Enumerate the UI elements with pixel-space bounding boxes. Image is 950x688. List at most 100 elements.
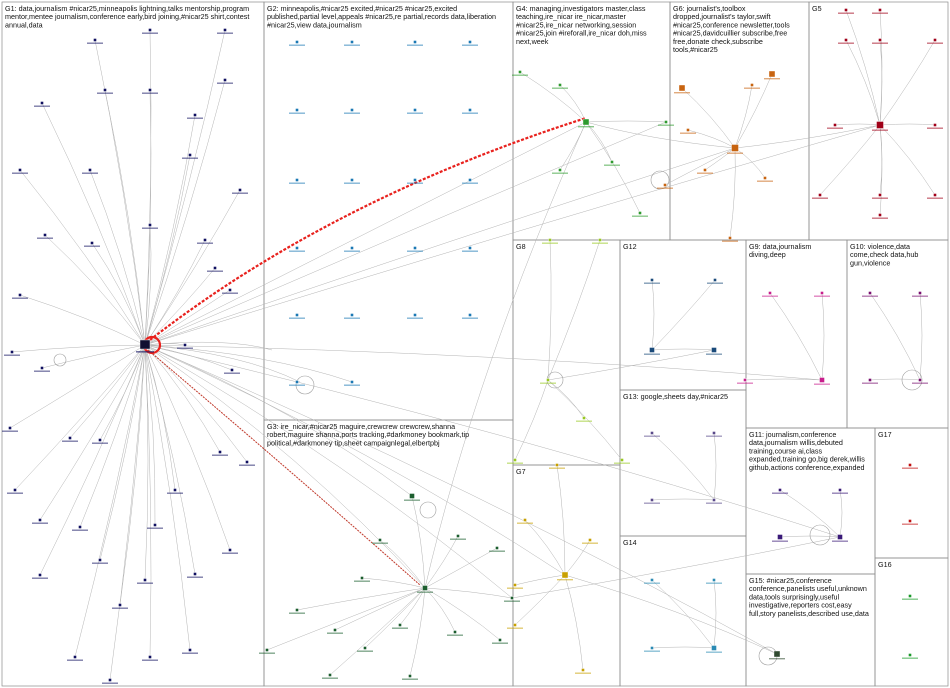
vertex-g10[interactable] <box>918 291 922 295</box>
vertex-g8[interactable] <box>513 458 517 462</box>
vertex-g1[interactable] <box>98 558 102 562</box>
vertex-g1[interactable] <box>238 188 242 192</box>
vertex-g9[interactable] <box>743 378 747 382</box>
vertex-g14[interactable] <box>711 645 717 651</box>
vertex-g4[interactable] <box>558 168 562 172</box>
vertex-g5[interactable] <box>876 121 884 129</box>
vertex-g1[interactable] <box>218 450 222 454</box>
vertex-g1[interactable] <box>18 168 22 172</box>
vertex-g2[interactable] <box>413 40 417 44</box>
vertex-g10[interactable] <box>868 291 872 295</box>
vertex-g1[interactable] <box>108 678 112 682</box>
vertex-g4[interactable] <box>610 160 614 164</box>
vertex-g2[interactable] <box>413 178 417 182</box>
vertex-g5[interactable] <box>933 193 937 197</box>
vertex-g6[interactable] <box>768 70 776 78</box>
vertex-g11[interactable] <box>837 534 843 540</box>
vertex-g1[interactable] <box>228 288 232 292</box>
vertex-g1[interactable] <box>223 28 227 32</box>
vertex-g2[interactable] <box>468 40 472 44</box>
vertex-g16[interactable] <box>908 594 912 598</box>
vertex-g7[interactable] <box>513 623 517 627</box>
vertex-g6[interactable] <box>686 128 690 132</box>
vertex-g5[interactable] <box>844 38 848 42</box>
vertex-g2[interactable] <box>468 108 472 112</box>
vertex-g2[interactable] <box>468 246 472 250</box>
vertex-g6[interactable] <box>728 236 732 240</box>
vertex-g2[interactable] <box>295 108 299 112</box>
vertex-g1[interactable] <box>230 368 234 372</box>
vertex-g3[interactable] <box>498 638 502 642</box>
vertex-g1[interactable] <box>228 548 232 552</box>
vertex-g14[interactable] <box>712 578 716 582</box>
hub-vertex[interactable] <box>139 339 151 350</box>
vertex-g3[interactable] <box>328 673 332 677</box>
vertex-g5[interactable] <box>818 193 822 197</box>
vertex-g5[interactable] <box>833 123 837 127</box>
vertex-g1[interactable] <box>40 101 44 105</box>
vertex-g2[interactable] <box>295 178 299 182</box>
vertex-g11[interactable] <box>838 488 842 492</box>
vertex-g1[interactable] <box>18 293 22 297</box>
vertex-g11[interactable] <box>777 534 783 540</box>
vertex-g16[interactable] <box>908 653 912 657</box>
vertex-g2[interactable] <box>295 246 299 250</box>
vertex-g17[interactable] <box>908 463 912 467</box>
vertex-g8[interactable] <box>620 458 624 462</box>
vertex-g3[interactable] <box>363 646 367 650</box>
vertex-g1[interactable] <box>148 223 152 227</box>
vertex-g13[interactable] <box>712 498 716 502</box>
vertex-g2[interactable] <box>413 246 417 250</box>
vertex-g1[interactable] <box>245 460 249 464</box>
vertex-g6[interactable] <box>663 183 667 187</box>
vertex-g1[interactable] <box>103 88 107 92</box>
vertex-g2[interactable] <box>350 40 354 44</box>
vertex-g13[interactable] <box>650 498 654 502</box>
vertex-g1[interactable] <box>38 518 42 522</box>
vertex-g12[interactable] <box>713 278 717 282</box>
vertex-g3[interactable] <box>422 585 428 591</box>
vertex-g12[interactable] <box>649 347 655 353</box>
vertex-g1[interactable] <box>148 28 152 32</box>
vertex-g1[interactable] <box>183 343 187 347</box>
vertex-g2[interactable] <box>413 108 417 112</box>
vertex-g2[interactable] <box>468 178 472 182</box>
vertex-g8[interactable] <box>548 238 552 242</box>
vertex-g11[interactable] <box>778 488 782 492</box>
vertex-g7[interactable] <box>588 538 592 542</box>
vertex-g17[interactable] <box>908 519 912 523</box>
vertex-g2[interactable] <box>350 108 354 112</box>
vertex-g2[interactable] <box>350 380 354 384</box>
vertex-g6[interactable] <box>678 84 686 92</box>
vertex-g7[interactable] <box>561 571 569 579</box>
vertex-g1[interactable] <box>38 573 42 577</box>
vertex-g13[interactable] <box>650 431 654 435</box>
vertex-g3[interactable] <box>398 623 402 627</box>
vertex-g10[interactable] <box>918 378 922 382</box>
vertex-g4[interactable] <box>582 118 590 126</box>
vertex-g1[interactable] <box>143 578 147 582</box>
vertex-g3[interactable] <box>495 546 499 550</box>
vertex-g1[interactable] <box>93 38 97 42</box>
vertex-g3[interactable] <box>295 608 299 612</box>
vertex-g1[interactable] <box>193 113 197 117</box>
vertex-g1[interactable] <box>68 436 72 440</box>
vertex-g1[interactable] <box>203 238 207 242</box>
vertex-g6[interactable] <box>763 176 767 180</box>
vertex-g3[interactable] <box>409 493 415 499</box>
vertex-g2[interactable] <box>295 40 299 44</box>
vertex-g2[interactable] <box>295 380 299 384</box>
vertex-g1[interactable] <box>88 168 92 172</box>
vertex-g1[interactable] <box>173 488 177 492</box>
vertex-g9[interactable] <box>820 291 824 295</box>
vertex-g1[interactable] <box>188 648 192 652</box>
vertex-g5[interactable] <box>878 38 882 42</box>
vertex-g14[interactable] <box>650 646 654 650</box>
vertex-g9[interactable] <box>768 291 772 295</box>
vertex-g3[interactable] <box>333 628 337 632</box>
vertex-g6[interactable] <box>731 144 739 152</box>
vertex-g1[interactable] <box>148 655 152 659</box>
vertex-g10[interactable] <box>868 378 872 382</box>
vertex-g14[interactable] <box>650 578 654 582</box>
vertex-g1[interactable] <box>40 366 44 370</box>
